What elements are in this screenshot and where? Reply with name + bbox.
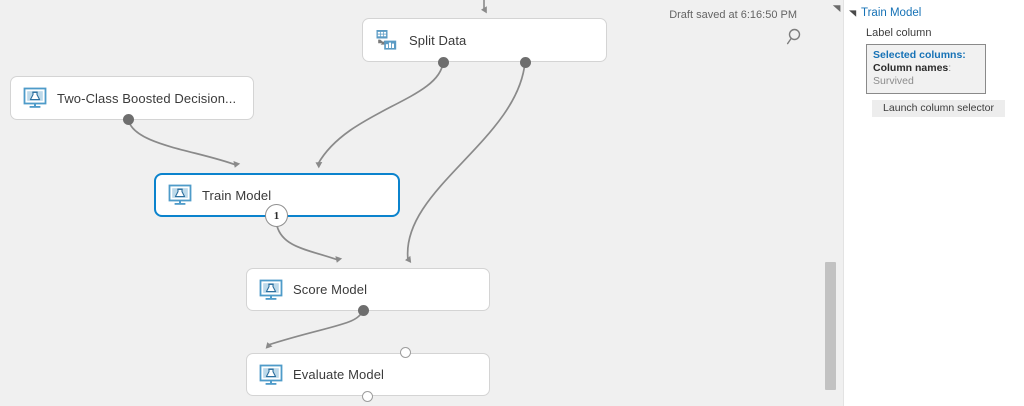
panel-header[interactable]: Train Model	[844, 0, 1024, 19]
node-split-data[interactable]: Split Data	[362, 18, 607, 62]
edge-two-class-to-train-model	[127, 117, 241, 168]
edge-train-model-to-score-model	[276, 225, 343, 263]
experiment-canvas[interactable]: Split Data Two-Class Boosted Decision...…	[0, 0, 843, 406]
panel-collapse-icon[interactable]	[832, 4, 841, 13]
experiment-module-icon	[23, 87, 47, 108]
node-badge-value: 1	[273, 209, 280, 222]
port-two-class-output[interactable]	[123, 114, 134, 125]
node-badge-train-model[interactable]: 1	[265, 204, 288, 227]
port-split-data-output-1[interactable]	[438, 57, 449, 68]
edge-split-data-to-train-model	[315, 61, 444, 169]
panel-title: Train Model	[861, 7, 922, 19]
node-evaluate-model[interactable]: Evaluate Model	[246, 353, 490, 396]
experiment-module-icon	[259, 364, 283, 385]
magnifier-icon[interactable]	[785, 26, 807, 48]
port-evaluate-model-input-2[interactable]	[400, 347, 411, 358]
node-label: Two-Class Boosted Decision...	[57, 90, 237, 106]
port-score-model-output[interactable]	[358, 305, 369, 316]
selected-columns-box[interactable]: Selected columns: Column names: Survived	[866, 44, 986, 94]
panel-body: Label column Selected columns: Column na…	[844, 27, 1024, 117]
collapse-caret-icon[interactable]	[848, 9, 857, 18]
node-score-model[interactable]: Score Model	[246, 268, 490, 311]
port-split-data-output-2[interactable]	[520, 57, 531, 68]
launch-column-selector-button[interactable]: Launch column selector	[872, 100, 1005, 117]
selected-columns-value-row: Column names: Survived	[873, 62, 979, 88]
node-label: Split Data	[409, 32, 467, 48]
selected-columns-heading: Selected columns:	[873, 49, 966, 61]
experiment-module-icon	[259, 279, 283, 300]
selected-columns-key: Column names	[873, 62, 949, 74]
node-label: Score Model	[293, 282, 368, 297]
canvas-scrollbar-thumb[interactable]	[825, 262, 836, 390]
node-label: Evaluate Model	[293, 367, 385, 382]
properties-panel: Train Model Label column Selected column…	[843, 0, 1024, 406]
selected-columns-value: Survived	[873, 75, 914, 87]
draft-saved-status: Draft saved at 6:16:50 PM	[669, 9, 797, 21]
label-column-label: Label column	[866, 27, 932, 39]
table-to-chart-icon	[376, 30, 397, 50]
node-two-class-boosted-decision[interactable]: Two-Class Boosted Decision...	[10, 76, 254, 120]
experiment-module-icon	[168, 184, 192, 205]
node-label: Train Model	[202, 187, 272, 203]
edge-split-data-to-score-model	[404, 61, 526, 264]
selected-columns-separator: :	[948, 62, 952, 74]
edge-score-model-to-evaluate-model	[265, 307, 364, 349]
port-evaluate-model-output[interactable]	[362, 391, 373, 402]
